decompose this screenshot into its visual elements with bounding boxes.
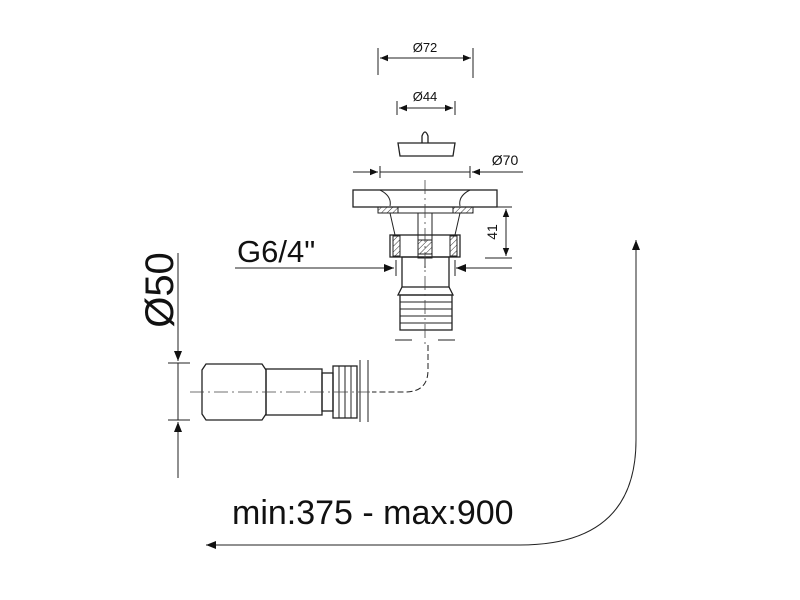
dim-height-label: 41 (484, 224, 500, 240)
dimension-cap-inner: Ø44 (396, 89, 456, 115)
length-range-label: min:375 - max:900 (232, 494, 514, 532)
dim-cap-inner-label: Ø44 (413, 89, 438, 104)
dimension-height: 41 (484, 206, 512, 259)
dimension-outlet: Ø50 (138, 252, 190, 478)
length-range: min:375 - max:900 (206, 240, 640, 549)
thread-callout: G6/4" (235, 234, 512, 276)
dimension-cap-outer: Ø72 (377, 40, 474, 78)
thread-label: G6/4" (237, 234, 315, 269)
dim-cap-outer-label: Ø72 (413, 40, 438, 55)
drain-body (352, 180, 498, 393)
dim-outlet-label: Ø50 (138, 252, 182, 328)
stopper-cap (397, 131, 456, 157)
dimension-flange-hole: Ø70 (353, 152, 523, 178)
outlet-pipe (190, 360, 370, 422)
dim-flange-hole-label: Ø70 (492, 152, 519, 168)
